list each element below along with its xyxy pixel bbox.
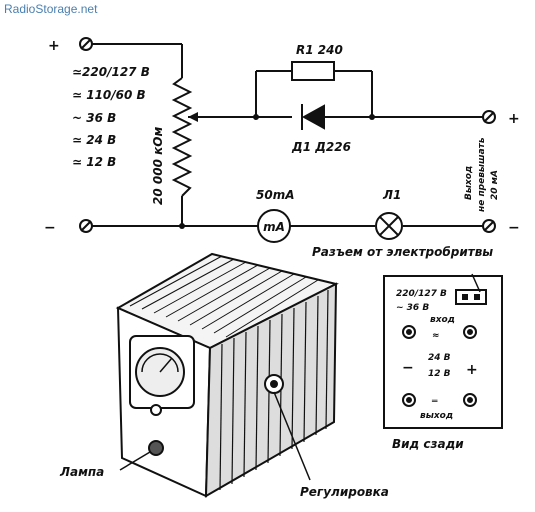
wiper-arrow-icon [188,112,198,122]
circuit-wires [92,43,483,227]
lamp-l1-symbol [375,212,403,240]
rear-v36-label: ~ 36 В [396,303,429,313]
voltage-label-3: ~ 36 В [72,111,116,125]
resistor-r1-label: R1 240 [296,43,343,57]
rear-v24-label: 24 В [428,353,451,363]
rear-v12-label: 12 В [428,369,451,379]
lamp-l1-label: Л1 [382,188,401,202]
potentiometer-symbol [171,77,193,197]
rear-minus-label: − [402,360,414,376]
output-note-line-2: не превышать [477,137,487,212]
callout-adjust-label: Регулировка [300,485,389,499]
output-note-line-1: Выход [464,166,474,200]
meter-symbol-label: mA [263,220,285,234]
voltage-label-1: ≃220/127 В [72,65,150,79]
rear-input-label: вход [430,315,455,325]
connector-title: Разъем от электробритвы [312,245,493,259]
diode-d1-label: Д1 Д226 [291,140,351,154]
rear-view-title: Вид сзади [392,437,464,451]
voltage-label-5: ≃ 12 В [72,155,116,169]
device-box-drawing [115,252,339,498]
rear-plus-label: + [466,362,478,378]
terminal-symbols [79,37,496,233]
plus-left-label: + [48,38,60,54]
callout-lines [119,391,311,481]
rear-approx-mark: ≈ [432,331,440,341]
connector-pointer [471,273,481,293]
diode-d1-symbol [301,104,325,130]
plus-right-label: + [508,111,520,127]
callout-lamp-label: Лампа [59,465,104,479]
output-note-line-3: 20 мА [490,170,500,200]
minus-left-label: − [44,220,56,236]
minus-right-label: − [508,220,520,236]
voltage-label-2: ≃ 110/60 В [72,88,146,102]
resistor-r1-symbol [291,61,335,81]
voltage-label-4: ≃ 24 В [72,133,116,147]
rear-panel-drawing [383,275,503,429]
milliammeter-symbol: mA [257,209,291,243]
junction-dots [179,114,375,229]
potentiometer-value-label: 20 000 кОм [151,127,165,205]
watermark-text: RadioStorage.net [4,2,98,16]
rear-v-top-label: 220/127 В [396,289,447,299]
rear-dc-mark: ═ [431,397,438,407]
meter-current-label: 50mA [256,188,295,202]
rear-output-label: выход [420,411,453,421]
